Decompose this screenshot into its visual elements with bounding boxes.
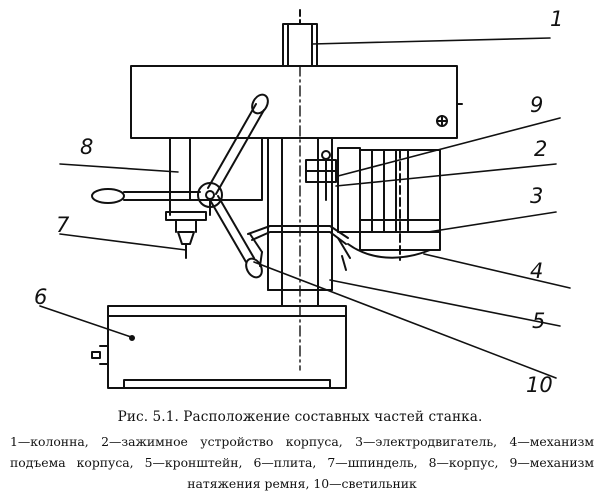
label-2: 2	[534, 137, 547, 161]
figure-caption-legend: 1—колонна, 2—зажимное устройство корпуса…	[10, 434, 594, 491]
label-4: 4	[530, 259, 543, 283]
label-1: 1	[550, 7, 563, 31]
label-7: 7	[56, 213, 70, 237]
label-3: 3	[530, 184, 543, 208]
figure-caption-title: Рис. 5.1. Расположение составных частей …	[117, 409, 483, 425]
label-9: 9	[530, 93, 543, 117]
part-labels: 1 9 2 3 4 5 10 8 7 6	[34, 7, 563, 397]
column-body	[268, 138, 332, 306]
bracket	[248, 226, 430, 270]
body-housing	[170, 138, 262, 215]
electric-motor	[338, 148, 440, 260]
top-housing	[131, 66, 462, 138]
base-plate	[92, 306, 346, 388]
label-5: 5	[532, 309, 545, 333]
leader-lines	[40, 38, 570, 378]
feed-handle	[92, 92, 271, 280]
machine-drawing: 1 9 2 3 4 5 10 8 7 6	[34, 7, 600, 397]
column-top	[283, 10, 317, 66]
label-6: 6	[34, 285, 47, 309]
clamp-device	[306, 151, 336, 200]
label-10: 10	[526, 373, 553, 397]
label-8: 8	[80, 135, 93, 159]
spindle	[166, 212, 206, 258]
